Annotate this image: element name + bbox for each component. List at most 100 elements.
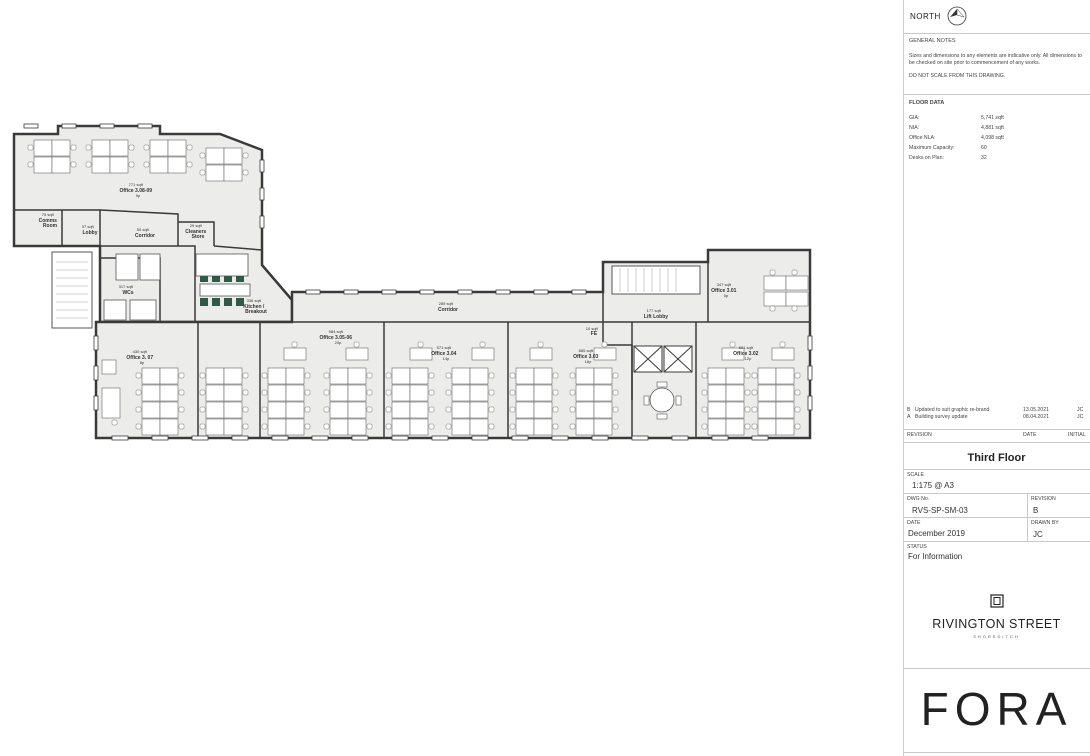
room-comms: 75 sqft Comms Room [39, 203, 62, 229]
desk [391, 401, 411, 419]
chair [366, 372, 373, 379]
window [93, 365, 99, 381]
window [271, 435, 289, 441]
stair-east [611, 265, 701, 295]
floor-data-row: NIA:4,881 sqft [909, 125, 1004, 131]
general-notes: GENERAL NOTES Sizes and dimensions to an… [909, 38, 1083, 80]
desk [149, 139, 169, 157]
desk [451, 418, 471, 436]
chair [751, 372, 758, 379]
chair [428, 389, 435, 396]
chair [552, 389, 559, 396]
window [807, 365, 813, 381]
desk [329, 401, 349, 419]
desk [707, 384, 727, 402]
chair [428, 406, 435, 413]
room-office-3.02: 601 sqft Office 3.02 12p [733, 336, 763, 361]
chair [428, 423, 435, 430]
window [259, 159, 265, 173]
desk [223, 401, 243, 419]
chair [199, 423, 206, 430]
chair [445, 389, 452, 396]
chair [744, 423, 751, 430]
desk [451, 401, 471, 419]
desk [109, 139, 129, 157]
desk [471, 347, 495, 361]
chair [178, 406, 185, 413]
chair [111, 419, 118, 426]
desk [141, 418, 161, 436]
chair [701, 423, 708, 430]
desk [707, 367, 727, 385]
window [137, 123, 153, 129]
window [111, 435, 129, 441]
desk [529, 347, 553, 361]
desk [167, 156, 187, 174]
room-fire: 10 sqft FE [586, 317, 602, 337]
desk [725, 401, 745, 419]
window [99, 123, 115, 129]
chair [135, 423, 142, 430]
window [551, 435, 569, 441]
floor-data-heading: FLOOR DATA [909, 100, 945, 106]
internal-walls [14, 209, 810, 438]
window [711, 435, 729, 441]
desk [515, 401, 535, 419]
desk [205, 384, 225, 402]
desk [285, 418, 305, 436]
window [305, 289, 321, 295]
desk [347, 384, 367, 402]
desk [91, 156, 111, 174]
chair [385, 406, 392, 413]
chair [612, 406, 619, 413]
chair [261, 389, 268, 396]
chair [135, 389, 142, 396]
window [807, 395, 813, 411]
desk [167, 139, 187, 157]
drawing-title: Third Floor [967, 452, 1026, 464]
window [61, 123, 77, 129]
room-corridor-2: 289 sqft Corridor [438, 292, 458, 313]
chair [791, 305, 798, 312]
chair [751, 406, 758, 413]
chair [552, 406, 559, 413]
desk [345, 347, 369, 361]
chair [794, 389, 801, 396]
window [457, 289, 473, 295]
desk [409, 401, 429, 419]
desk [285, 384, 305, 402]
building-sub: SHOREDITCH [973, 634, 1020, 639]
desk [159, 367, 179, 385]
floor-data-row: Maximum Capacity:60 [909, 145, 987, 151]
desk [329, 367, 349, 385]
chair [488, 372, 495, 379]
chair [751, 423, 758, 430]
desk [451, 384, 471, 402]
desk [205, 147, 225, 165]
chair [794, 423, 801, 430]
desk [141, 367, 161, 385]
window [591, 435, 609, 441]
chair [488, 423, 495, 430]
desk [205, 418, 225, 436]
desk [347, 418, 367, 436]
room-kitchen: 336 sqft Kitchen / Breakout [243, 289, 269, 315]
drawn-by-label: DRAWN BY [1031, 520, 1059, 526]
desk [159, 384, 179, 402]
building-logo: RIVINGTON STREET SHOREDITCH [903, 594, 1090, 639]
chair [569, 372, 576, 379]
desk [775, 367, 795, 385]
chair [143, 144, 150, 151]
chair [128, 161, 135, 168]
desk [593, 347, 617, 361]
window [23, 123, 39, 129]
floor-data-row: Desks on Plan:32 [909, 155, 987, 161]
desk [347, 401, 367, 419]
chair [701, 406, 708, 413]
chair [417, 341, 424, 348]
chair [199, 372, 206, 379]
desk [593, 384, 613, 402]
floor-data-row: Office NLA:4,098 sqft [909, 135, 1004, 141]
desk [141, 401, 161, 419]
window [231, 435, 249, 441]
